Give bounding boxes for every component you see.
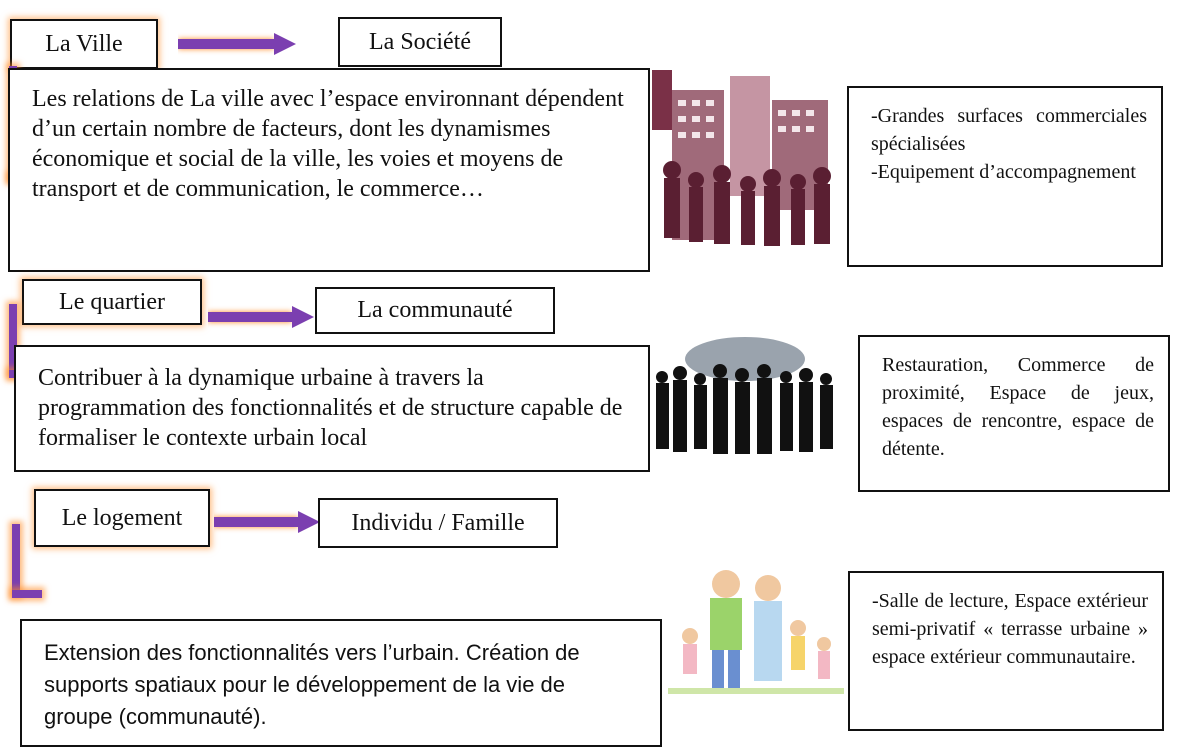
label-la-societe: La Société: [338, 17, 502, 67]
description-logement: Extension des fonctionnalités vers l’urb…: [20, 619, 662, 747]
family-illustration: [668, 560, 844, 696]
label-la-communaute: La communauté: [315, 287, 555, 334]
bracket-connector-icon: [9, 304, 17, 376]
equipment-ville-line1: -Grandes surfaces commerciales spécialis…: [871, 105, 1147, 155]
business-people-illustration: [650, 337, 840, 457]
bracket-connector-foot: [12, 590, 42, 598]
equipment-quartier: Restauration, Commerce de proximité, Esp…: [858, 335, 1170, 492]
equipment-ville-line2: -Equipement d’accompagnement: [871, 161, 1136, 183]
description-quartier: Contribuer à la dynamique urbaine à trav…: [14, 345, 650, 472]
city-crowd-illustration: [652, 70, 836, 262]
equipment-ville: -Grandes surfaces commerciales spécialis…: [847, 86, 1163, 267]
description-ville: Les relations de La ville avec l’espace …: [8, 68, 650, 272]
label-individu-famille: Individu / Famille: [318, 498, 558, 548]
label-la-ville: La Ville: [10, 19, 158, 69]
label-le-quartier: Le quartier: [22, 279, 202, 325]
arrow-right-icon: [214, 511, 320, 533]
equipment-logement: -Salle de lecture, Espace extérieur semi…: [848, 571, 1164, 731]
bracket-connector-icon: [12, 524, 20, 596]
arrow-right-icon: [208, 306, 314, 328]
arrow-right-icon: [178, 33, 296, 55]
label-le-logement: Le logement: [34, 489, 210, 547]
